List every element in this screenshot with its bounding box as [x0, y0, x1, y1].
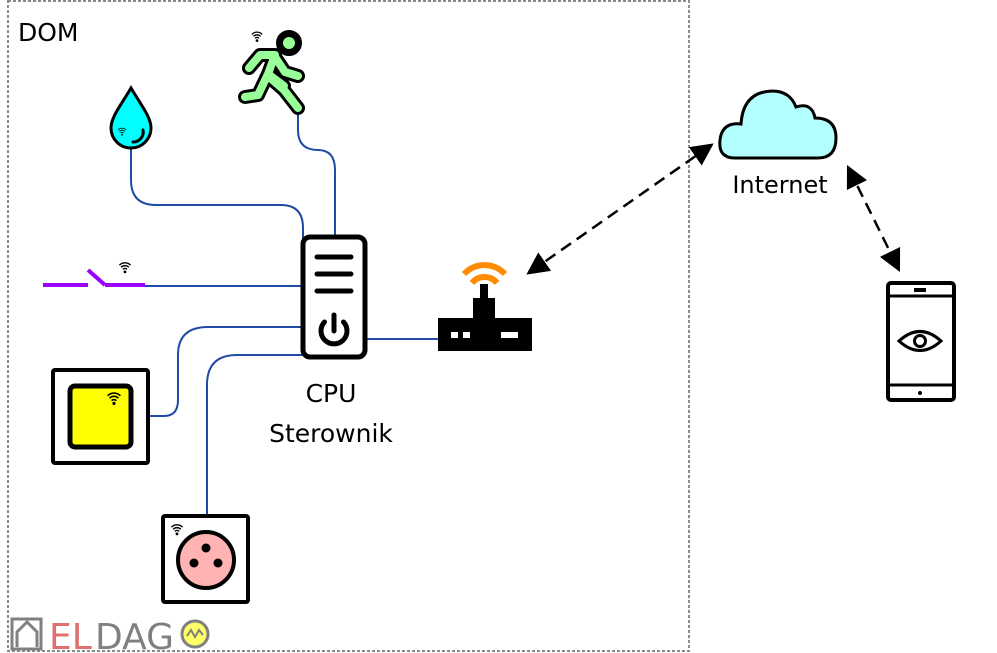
power-icon [318, 312, 350, 347]
wire-panel [150, 326, 303, 417]
eldago-logo: EL DAG [10, 617, 210, 653]
logo-text-gray: DAG [95, 617, 174, 653]
logo-house-icon [10, 617, 43, 651]
controller-label-line1: CPU [306, 379, 357, 408]
smartphone-icon[interactable] [886, 281, 956, 402]
motion-sensor-icon[interactable] [238, 30, 305, 115]
power-socket-icon[interactable] [161, 514, 250, 604]
wall-panel-icon[interactable] [51, 368, 150, 465]
router-icon[interactable] [438, 262, 532, 351]
internet-label: Internet [732, 171, 827, 199]
link-internet-phone [846, 164, 901, 273]
cloud-icon[interactable] [718, 89, 838, 160]
cpu-controller[interactable] [300, 234, 368, 360]
controller-label-line2: Sterownik [269, 419, 393, 448]
wire-socket [206, 354, 303, 515]
wire-water [130, 148, 304, 240]
house-label: DOM [18, 18, 79, 47]
logo-o-icon [180, 619, 210, 649]
house-boundary [7, 0, 690, 652]
water-drop-icon[interactable] [109, 85, 153, 150]
link-router-internet [526, 143, 714, 275]
wire-motion [297, 113, 336, 238]
wireless-switch-icon[interactable] [43, 262, 145, 287]
wires [130, 113, 438, 515]
eye-icon [896, 330, 944, 352]
logo-text-red: EL [49, 617, 92, 653]
